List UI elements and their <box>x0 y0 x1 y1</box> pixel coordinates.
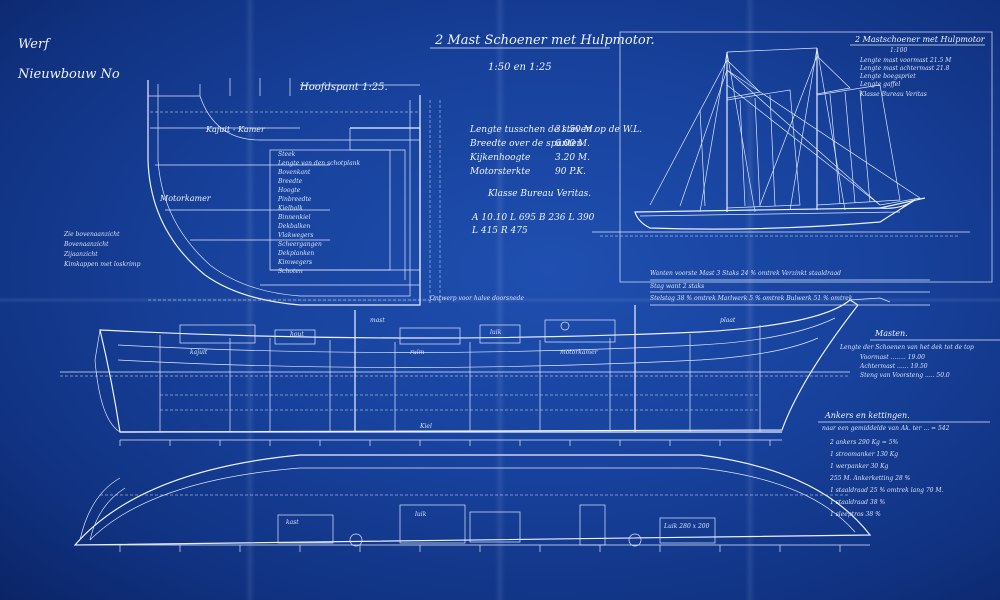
ankers-subtitle: naar een gemiddelde van Ak. ter ... = 54… <box>822 425 950 432</box>
midship-note: Vlakwegers <box>278 232 314 239</box>
section-caption: Ontwerp voor halve doorsnede <box>430 295 524 302</box>
dimension-label: Kijkenhoogte <box>470 153 531 163</box>
plan-label: luik <box>415 511 427 518</box>
midship-note: Bovenkant <box>278 169 311 176</box>
midship-note: Binnenkiel <box>278 214 311 221</box>
longitudinal-profile <box>60 297 891 446</box>
plan-label: Luik 280 x 200 <box>664 523 710 530</box>
dimension-value: 3.20 M. <box>555 153 590 163</box>
masten-title: Masten. <box>875 329 908 338</box>
ankers-line: 1 stroomanker 130 Kg <box>830 451 899 458</box>
profile-label-kajuit: kajuit <box>190 349 208 356</box>
sail-plan-drawing <box>592 31 993 283</box>
sail-plan-title: 2 Mastschoener met Hulpmotor <box>855 35 985 44</box>
midship-inner-line <box>157 84 411 297</box>
profile-hull-outline <box>99 299 859 433</box>
profile-label-kiel: Kiel <box>420 423 432 430</box>
profile-label-motorkamer: motorkamer <box>560 349 598 356</box>
midship-note: Steek <box>278 151 296 158</box>
ankers-line: 1 staaldraad 25 % omtrek lang 70 M. <box>830 487 944 494</box>
dimension-value: 90 P.K. <box>555 167 586 177</box>
midship-note: Dekplanken <box>278 250 315 257</box>
main-title: 2 Mast Schoener met Hulpmotor. <box>435 33 655 48</box>
section-title: Hoofdspant 1:25. <box>300 82 388 93</box>
left-note: Kimkappen met loskrimp <box>64 261 141 268</box>
dimension-label: Motorsterkte <box>470 167 531 177</box>
ankers-line: 255 M. Ankerketting 28 % <box>830 475 911 482</box>
ankers-line: 1 sleeptros 38 % <box>830 511 881 518</box>
midship-note: Kielbalk <box>278 205 303 212</box>
midship-note: Lengte van den schotplank <box>278 160 361 167</box>
sail-spec: Lengte gaffel <box>860 81 901 88</box>
formula-line-2: L 415 R 475 <box>472 226 528 236</box>
midship-section <box>147 78 441 306</box>
ankers-line: 1 staaldraad 38 % <box>830 499 886 506</box>
midship-note: Dekbalken <box>278 223 311 230</box>
masten-line: Steng van Voorsteng ..... 50.0 <box>860 372 950 379</box>
ankers-line: 2 ankers 290 Kg = 5% <box>830 439 899 446</box>
sail-plan-scale: 1:100 <box>890 47 908 54</box>
deck-line <box>148 84 420 141</box>
profile-label-luik: luik <box>490 329 502 336</box>
midship-hull-outline <box>147 80 421 306</box>
class-label: Klasse Bureau Veritas. <box>488 189 592 199</box>
sail-spec: Lengte mast achtermast 21.8 <box>860 65 950 72</box>
deck-plan-outline <box>73 454 872 546</box>
sail-spec: Lengte boegspriet <box>860 73 916 80</box>
midship-note: Scheergangen <box>278 241 322 248</box>
sail-spec: Lengte mast voormast 21.5 M <box>860 57 952 64</box>
left-note: Zie bovenaanzicht <box>64 231 120 238</box>
sail-plan-hull <box>634 199 916 230</box>
profile-label-mast: mast <box>370 317 385 324</box>
deck-plan <box>73 454 872 552</box>
rigging-note-3: Stelstag 38 % omtrek Marlwerk 5 % omtrek… <box>650 295 853 302</box>
profile-label-plaat: plaat <box>720 317 736 324</box>
masten-line: Lengte der Schoenen van het dek tot de t… <box>840 344 974 351</box>
midship-note: Kimwegers <box>278 259 313 266</box>
profile-label-hout: hout <box>290 331 304 338</box>
drawing-scale: 1:50 en 1:25 <box>488 62 552 73</box>
masten-line: Voormast ........ 19.00 <box>860 354 925 361</box>
midship-note: Hoogte <box>278 187 301 194</box>
sail-spec: Klasse Bureau Veritas <box>860 91 927 98</box>
plan-label: kast <box>286 519 299 526</box>
werf-label: Werf <box>18 37 50 52</box>
ankers-title: Ankers en kettingen. <box>825 411 910 420</box>
left-note: Zijaanzicht <box>64 251 98 258</box>
profile-label-hold: ruim <box>410 349 425 356</box>
rigging-note-1: Wanten voorste Mast 3 Staks 24 % omtrek … <box>650 270 842 277</box>
midship-note: Pinbreedte <box>278 196 312 203</box>
rigging-note-2: Stag want 2 staks <box>650 283 705 290</box>
dimension-value: 6.00 M. <box>555 139 590 149</box>
motorkamer-label: Motorkamer <box>160 194 211 203</box>
nieuwbouw-label: Nieuwbouw No <box>18 67 120 82</box>
formula-line-1: A 10.10 L 695 B 236 L 390 <box>472 213 595 223</box>
midship-note: Schoten <box>278 268 303 275</box>
dimension-label: Lengte tusschen de steven op de W.L. <box>470 125 643 135</box>
dimension-value: 31.50 M. <box>555 125 596 135</box>
dimension-label: Breedte over de spanten <box>470 139 583 149</box>
masten-line: Achtermast ...... 19.50 <box>860 363 928 370</box>
kajuit-label: Kajuit - Kamer <box>206 125 265 134</box>
ankers-line: 1 werpanker 30 Kg <box>830 463 889 470</box>
midship-note: Breedte <box>278 178 303 185</box>
left-note: Bovenaanzicht <box>64 241 109 248</box>
